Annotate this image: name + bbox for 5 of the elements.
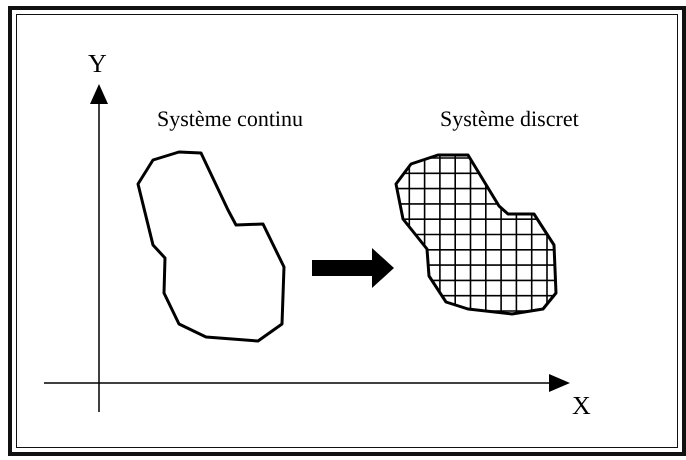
region-heading: Système continu bbox=[157, 106, 304, 132]
block-arrow bbox=[312, 248, 394, 288]
axis-label: X bbox=[572, 392, 591, 420]
axis-label: Y bbox=[88, 50, 107, 78]
region-heading: Système discret bbox=[440, 106, 579, 132]
